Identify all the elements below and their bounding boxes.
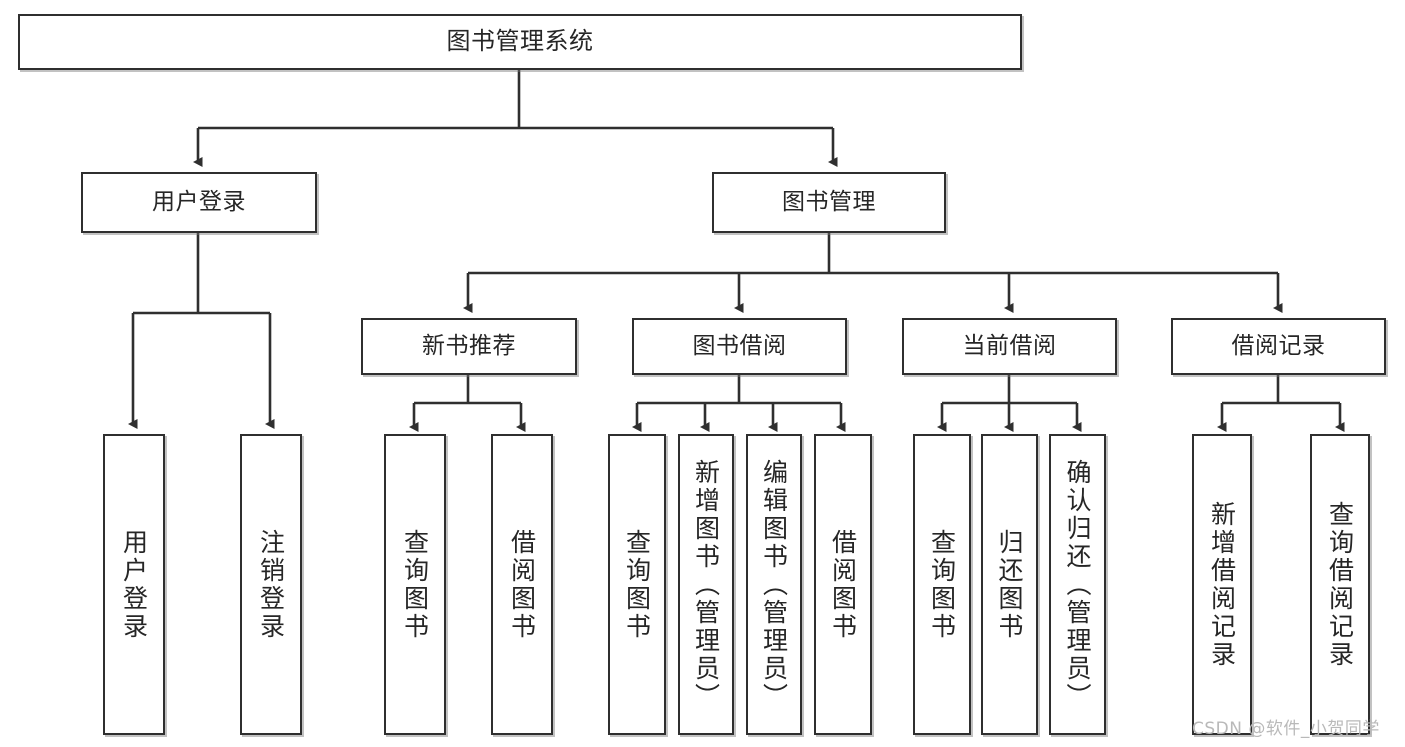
node-book-borrow[interactable]: 图书借阅: [632, 318, 847, 375]
leaf-edit-book-admin[interactable]: 编辑图书（管理员）: [746, 434, 802, 735]
node-label: 用户登录: [152, 189, 246, 216]
node-book-management[interactable]: 图书管理: [712, 172, 946, 233]
node-label: 确认归还（管理员）: [1063, 458, 1092, 711]
node-label: 图书管理: [782, 189, 876, 216]
node-label: 用户登录: [119, 528, 149, 641]
node-label: 新增借阅记录: [1207, 500, 1237, 669]
node-label: 查询图书: [400, 528, 430, 641]
node-label: 图书借阅: [692, 333, 787, 360]
node-borrow-record[interactable]: 借阅记录: [1171, 318, 1386, 375]
node-label: 编辑图书（管理员）: [759, 458, 789, 711]
node-label: 借阅图书: [828, 528, 858, 641]
node-label: 新书推荐: [422, 333, 516, 360]
node-user-login[interactable]: 用户登录: [81, 172, 317, 233]
csdn-watermark: CSDN @软件_小贺同学: [1192, 719, 1380, 739]
node-label: 图书管理系统: [446, 27, 594, 56]
leaf-return-book[interactable]: 归还图书: [981, 434, 1038, 735]
node-new-book-recommend[interactable]: 新书推荐: [361, 318, 577, 375]
leaf-add-borrow-record[interactable]: 新增借阅记录: [1192, 434, 1252, 735]
node-root-system[interactable]: 图书管理系统: [18, 14, 1022, 70]
node-label: 查询借阅记录: [1325, 500, 1355, 669]
leaf-add-book-admin[interactable]: 新增图书（管理员）: [678, 434, 734, 735]
node-current-borrow[interactable]: 当前借阅: [902, 318, 1117, 375]
leaf-logout[interactable]: 注销登录: [240, 434, 302, 735]
node-label: 注销登录: [256, 528, 286, 641]
leaf-query-borrow-record[interactable]: 查询借阅记录: [1310, 434, 1370, 735]
leaf-confirm-return-admin[interactable]: 确认归还（管理员）: [1049, 434, 1106, 735]
leaf-borrow-book[interactable]: 借阅图书: [814, 434, 872, 735]
node-label: 查询图书: [622, 528, 652, 641]
leaf-query-book-recommend[interactable]: 查询图书: [384, 434, 446, 735]
leaf-borrow-book-recommend[interactable]: 借阅图书: [491, 434, 553, 735]
leaf-query-book-current[interactable]: 查询图书: [913, 434, 971, 735]
node-label: 借阅图书: [507, 528, 537, 641]
node-label: 归还图书: [995, 528, 1024, 641]
node-label: 查询图书: [927, 528, 957, 641]
node-label: 借阅记录: [1231, 333, 1326, 360]
leaf-query-book-borrow[interactable]: 查询图书: [608, 434, 666, 735]
node-label: 新增图书（管理员）: [691, 458, 721, 711]
leaf-user-login[interactable]: 用户登录: [103, 434, 165, 735]
node-label: 当前借阅: [962, 333, 1057, 360]
